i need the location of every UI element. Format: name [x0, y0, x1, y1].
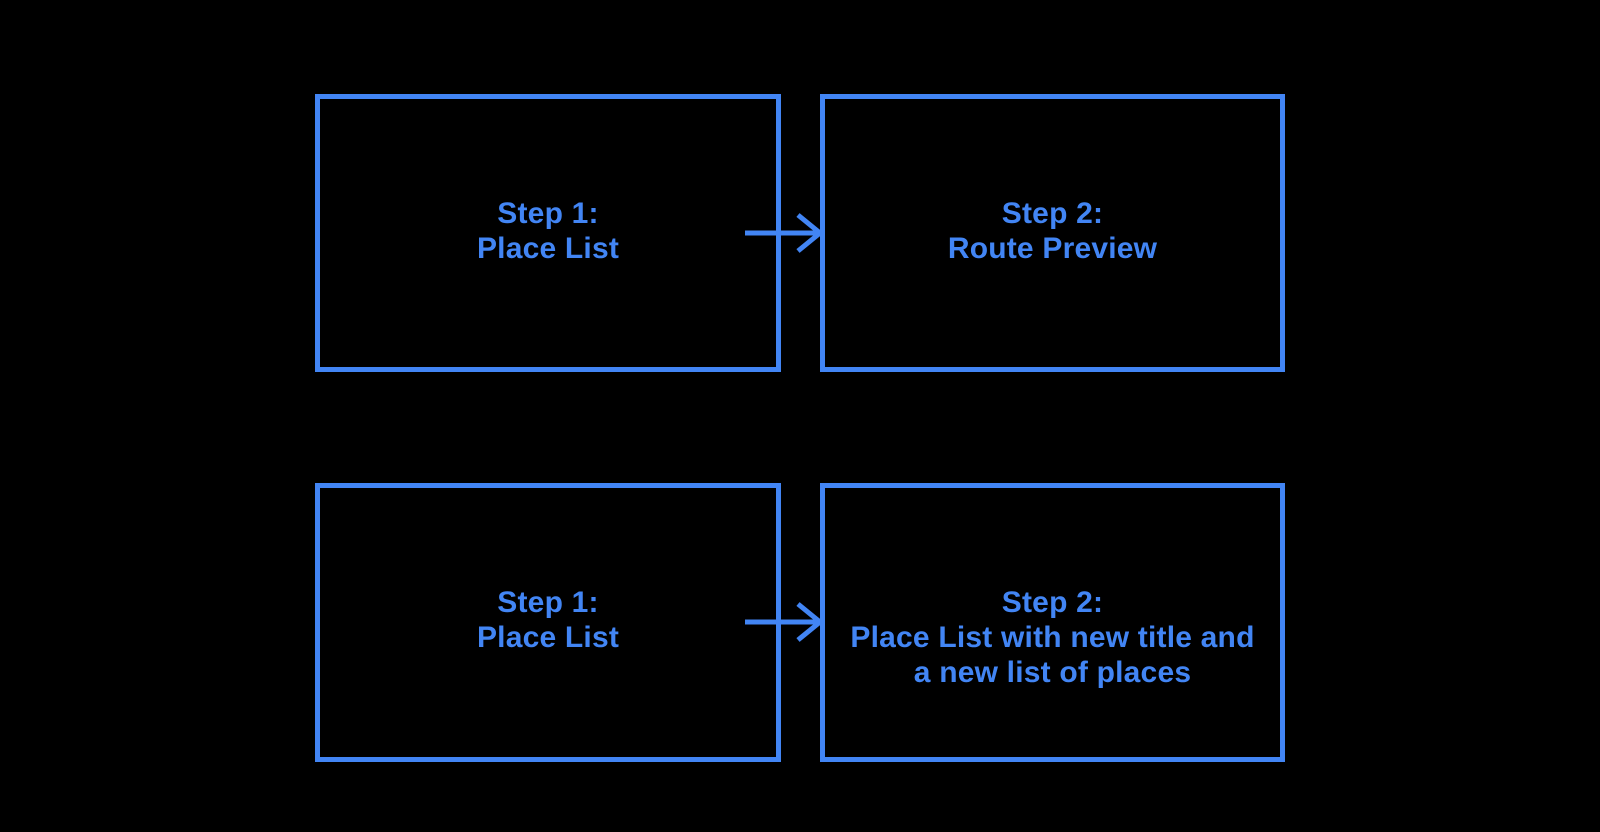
box-row2-step1-place-list: Step 1: Place List: [315, 483, 781, 762]
box-title-line: a new list of places: [913, 656, 1192, 689]
box-title-line: Step 1:: [497, 586, 599, 619]
box-row1-step2-route-preview: Step 2: Route Preview: [820, 94, 1285, 372]
box-row1-step1-place-list: Step 1: Place List: [315, 94, 781, 372]
box-title-line: Place List: [476, 232, 620, 265]
box-row1-step2-label: Step 2: Route Preview: [829, 196, 1276, 266]
arrow-right-icon: [745, 602, 824, 642]
box-title-line: Step 2:: [1001, 197, 1104, 230]
box-title-line: Route Preview: [947, 232, 1158, 265]
arrow-right-icon: [745, 213, 824, 253]
box-title-line: Place List with new title and: [850, 621, 1255, 654]
box-title-line: Place List: [476, 621, 620, 654]
box-row2-step2-new-place-list: Step 2: Place List with new title and a …: [820, 483, 1285, 762]
box-row2-step1-label: Step 1: Place List: [324, 585, 772, 655]
box-row1-step1-label: Step 1: Place List: [324, 196, 772, 266]
box-title-line: Step 2:: [1001, 586, 1104, 619]
box-title-line: Step 1:: [497, 197, 599, 230]
box-row2-step2-label: Step 2: Place List with new title and a …: [829, 585, 1276, 690]
